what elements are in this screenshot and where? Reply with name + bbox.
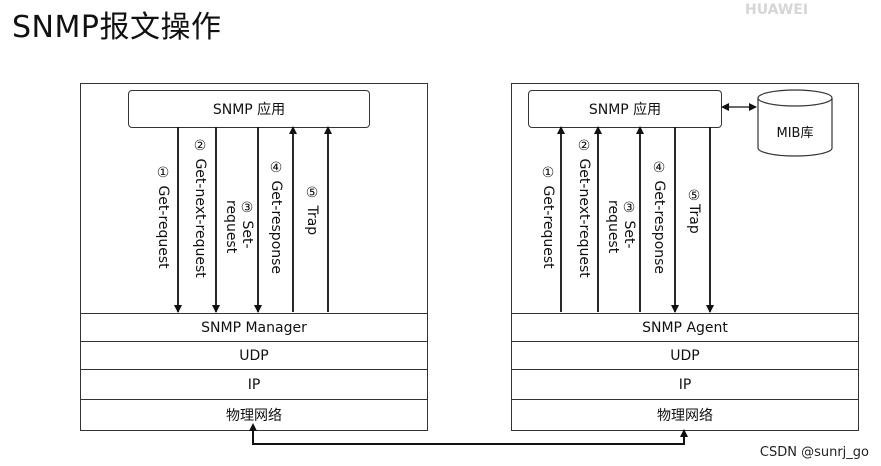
manager-layer-udp: UDP xyxy=(81,341,427,370)
agent-msg-set-request: ③ Set- request xyxy=(605,200,637,254)
agent-layer-snmp: SNMP Agent xyxy=(512,313,858,342)
agent-layer-ip: IP xyxy=(512,369,858,400)
manager-msg-get-next-request: ② Get-next-request xyxy=(192,138,208,278)
manager-layer-ip: IP xyxy=(81,369,427,400)
agent-msg-get-next-request: ② Get-next-request xyxy=(576,138,592,278)
agent-layer-physical: 物理网络 xyxy=(512,399,858,430)
manager-msg-get-response: ④ Get-response xyxy=(268,160,284,275)
physical-link xyxy=(249,423,688,445)
manager-app-label: SNMP 应用 xyxy=(212,102,286,118)
watermark: CSDN @sunrj_go xyxy=(759,445,869,460)
agent-app-box: SNMP 应用 xyxy=(528,90,722,128)
page-title: SNMP报文操作 xyxy=(12,10,222,45)
agent-msg-get-response: ④ Get-response xyxy=(651,160,667,275)
manager-msg-get-request: ① Get-request xyxy=(155,165,171,269)
agent-layer-udp: UDP xyxy=(512,341,858,370)
manager-msg-set-request: ③ Set- request xyxy=(223,200,255,254)
brand-logo: HUAWEI xyxy=(745,2,809,18)
agent-msg-get-request: ① Get-request xyxy=(540,165,556,269)
manager-app-box: SNMP 应用 xyxy=(128,90,370,128)
agent-msg-trap: ⑤Trap xyxy=(686,188,702,234)
manager-box xyxy=(80,83,428,431)
mib-cylinder xyxy=(757,89,833,157)
manager-layer-physical: 物理网络 xyxy=(81,399,427,430)
agent-app-label: SNMP 应用 xyxy=(588,102,662,118)
mib-label: MIB库 xyxy=(776,126,814,141)
manager-layer-snmp: SNMP Manager xyxy=(81,313,427,342)
manager-msg-trap: ⑤ Trap xyxy=(304,185,320,236)
